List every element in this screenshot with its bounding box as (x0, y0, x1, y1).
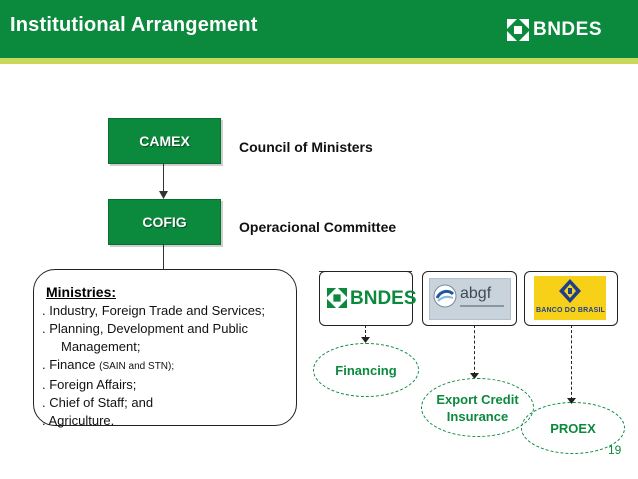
cofig-description: Operacional Committee (239, 219, 397, 235)
financing-ellipse: Financing (313, 343, 419, 397)
ministry-item: . Industry, Foreign Trade and Services; (42, 303, 266, 318)
ministries-box: Ministries: . Industry, Foreign Trade an… (33, 269, 297, 428)
bndes-logo-box: BNDES (319, 271, 417, 326)
ministry-item: . Chief of Staff; and (42, 395, 154, 410)
arrow-down-icon (567, 398, 576, 404)
arrow-down-icon (361, 337, 370, 343)
camex-box: CAMEX (108, 118, 221, 164)
ministry-item: . Finance (SAIN and STN); (42, 356, 265, 376)
ministry-item: . Foreign Affairs; (42, 377, 137, 392)
cofig-label: COFIG (142, 214, 187, 230)
ministry-item: . Agriculture. (42, 413, 115, 428)
ministry-item: . Planning, Development and Public (42, 321, 248, 336)
abgf-logo-plate (429, 278, 511, 320)
abgf-logo-text: abgf (460, 285, 492, 302)
camex-label: CAMEX (139, 133, 190, 149)
bndes-logo-icon (506, 19, 529, 41)
ministries-title: Ministries: (46, 284, 117, 300)
arrow-down-icon (159, 191, 168, 199)
bndes-logo-icon (327, 288, 347, 308)
export-credit-insurance-label: Export Credit Insurance (436, 391, 519, 424)
ministry-finance: . Finance (42, 357, 96, 372)
camex-description: Council of Ministers (239, 139, 373, 155)
bb-logo-box: BANCO DO BRASIL (524, 271, 618, 326)
abgf-logo-box: abgf (422, 271, 517, 326)
abgf-logo-tagline (460, 305, 504, 307)
export-credit-insurance-ellipse: Export Credit Insurance (421, 378, 534, 437)
bb-proex-connector (571, 325, 572, 400)
bb-logo-text: BANCO DO BRASIL (536, 307, 606, 314)
header-accent-line (0, 58, 638, 64)
proex-ellipse: PROEX (521, 402, 625, 454)
cofig-ministries-connector (163, 244, 164, 269)
page-title: Institutional Arrangement (10, 14, 258, 36)
abgf-logo-icon (433, 284, 457, 308)
arrow-down-icon (470, 373, 479, 379)
bb-logo-icon (559, 279, 581, 303)
header-bar: Institutional Arrangement BNDES (0, 0, 638, 58)
ministry-item: Management; (61, 339, 141, 354)
page-number: 19 (608, 443, 622, 457)
abgf-insurance-connector (474, 325, 475, 375)
header-logo-text: BNDES (532, 19, 602, 40)
bndes-financing-connector (365, 325, 366, 338)
financing-label: Financing (335, 362, 397, 378)
bndes-logo-text: BNDES (350, 288, 417, 309)
ministry-finance-note: (SAIN and STN); (99, 361, 175, 372)
proex-label: PROEX (550, 420, 596, 436)
bndes-header-logo: BNDES (506, 18, 602, 42)
cofig-box: COFIG (108, 199, 221, 245)
camex-cofig-connector (163, 163, 164, 193)
ministries-list: . Industry, Foreign Trade and Services; … (42, 302, 265, 430)
